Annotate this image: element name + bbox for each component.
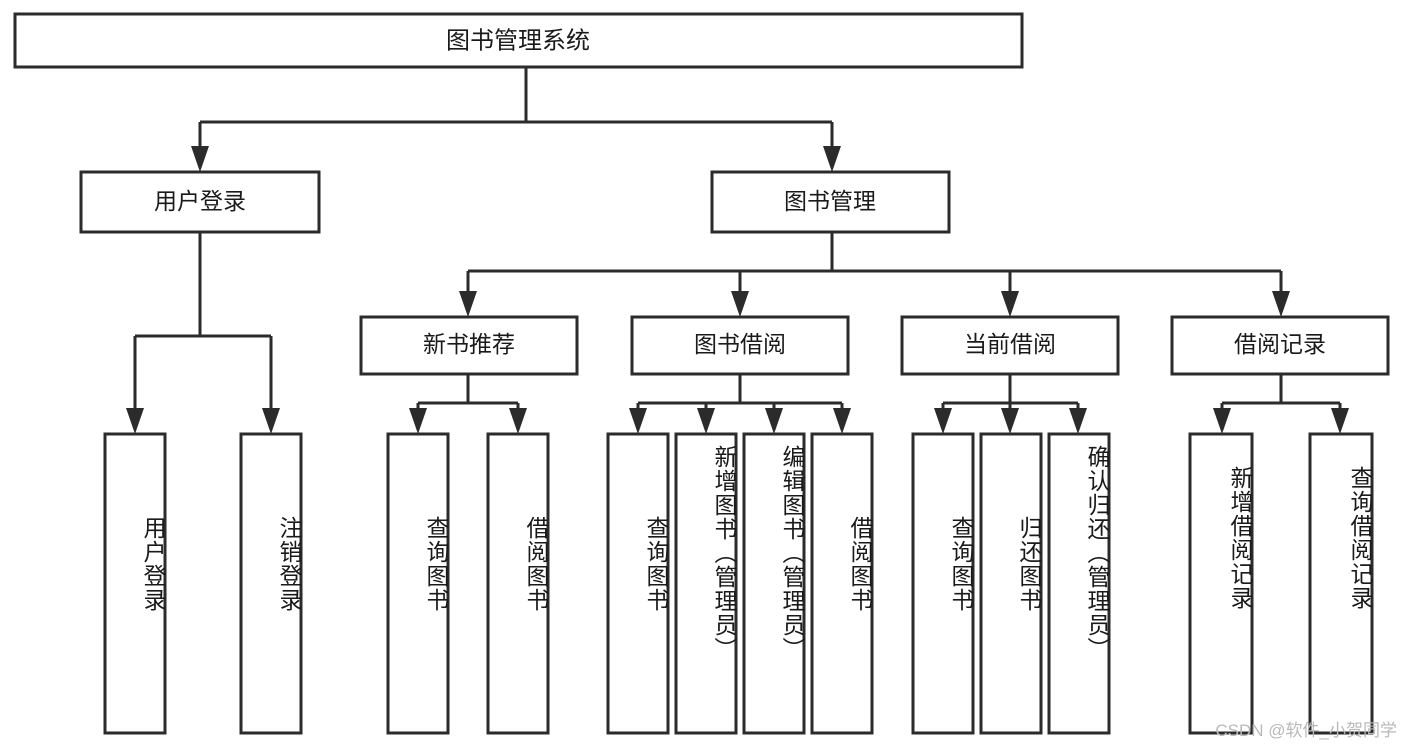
arrow-head-leaf-book-borrow-4: [833, 408, 851, 434]
leaf-box-new-book-2[interactable]: [486, 432, 550, 735]
arrow-head-leaf-new-book-2: [509, 408, 527, 434]
node-box-root[interactable]: [13, 12, 1024, 69]
node-label-current-borrow: 当前借阅: [964, 331, 1056, 357]
node-box-borrow-record[interactable]: [1170, 315, 1390, 376]
leaf-box-borrow-record-1[interactable]: [1188, 432, 1254, 735]
node-box-book-borrow[interactable]: [630, 315, 850, 376]
arrow-head-book-mgmt: [823, 146, 841, 172]
node-label-book-borrow: 图书借阅: [694, 331, 786, 357]
connector-group-user-login: [126, 232, 280, 434]
node-label-borrow-record: 借阅记录: [1234, 331, 1326, 357]
node-box-new-book-recommend[interactable]: [359, 315, 579, 376]
arrow-head-leaf-book-borrow-1: [629, 408, 647, 434]
arrow-head-leaf-borrow-record-1: [1213, 408, 1231, 434]
node-box-book-management[interactable]: [710, 170, 951, 234]
arrow-head-new-book-recommend: [459, 291, 477, 317]
node-label-user-login: 用户登录: [154, 188, 246, 214]
node-label-root: 图书管理系统: [446, 27, 590, 54]
arrow-head-book-borrow: [731, 291, 749, 317]
arrow-head-leaf-user-login-1: [126, 408, 144, 434]
connector-group-current-borrow: [934, 374, 1087, 434]
leaf-box-current-borrow-2[interactable]: [979, 432, 1043, 735]
node-box-current-borrow[interactable]: [900, 315, 1120, 376]
connector-group-book-mgmt: [459, 232, 1290, 317]
leaf-box-book-borrow-4[interactable]: [810, 432, 874, 735]
node-label-book-management: 图书管理: [784, 188, 876, 214]
arrow-head-leaf-user-login-2: [262, 408, 280, 434]
arrow-head-leaf-current-borrow-3: [1069, 408, 1087, 434]
leaf-box-user-login-1[interactable]: [103, 432, 167, 735]
arrow-head-leaf-current-borrow-1: [934, 408, 952, 434]
node-label-new-book-recommend: 新书推荐: [423, 331, 515, 357]
arrow-head-leaf-current-borrow-2: [1001, 408, 1019, 434]
leaf-box-book-borrow-2[interactable]: [674, 432, 738, 735]
arrow-head-leaf-borrow-record-2: [1331, 408, 1349, 434]
arrow-head-leaf-book-borrow-3: [765, 408, 783, 434]
arrow-head-user-login: [191, 146, 209, 172]
connector-group-borrow-record: [1213, 374, 1349, 434]
leaf-box-user-login-2[interactable]: [239, 432, 303, 735]
arrow-head-current-borrow: [1001, 291, 1019, 317]
node-box-user-login[interactable]: [79, 170, 321, 234]
arrow-head-leaf-book-borrow-2: [697, 408, 715, 434]
arrow-head-borrow-record: [1272, 291, 1290, 317]
leaf-box-book-borrow-3[interactable]: [742, 432, 806, 735]
leaf-box-borrow-record-2[interactable]: [1308, 432, 1374, 735]
leaf-box-book-borrow-1[interactable]: [606, 432, 670, 735]
connector-group-new-book-recommend: [409, 374, 527, 434]
arrow-head-leaf-new-book-1: [409, 408, 427, 434]
connector-group-book-borrow: [629, 374, 851, 434]
leaf-box-current-borrow-3[interactable]: [1047, 432, 1111, 735]
connector-group-root: [191, 67, 841, 172]
leaf-box-current-borrow-1[interactable]: [911, 432, 975, 735]
csdn-watermark: CSDN @软件_小贺同学: [1215, 721, 1397, 740]
leaf-box-new-book-1[interactable]: [386, 432, 450, 735]
